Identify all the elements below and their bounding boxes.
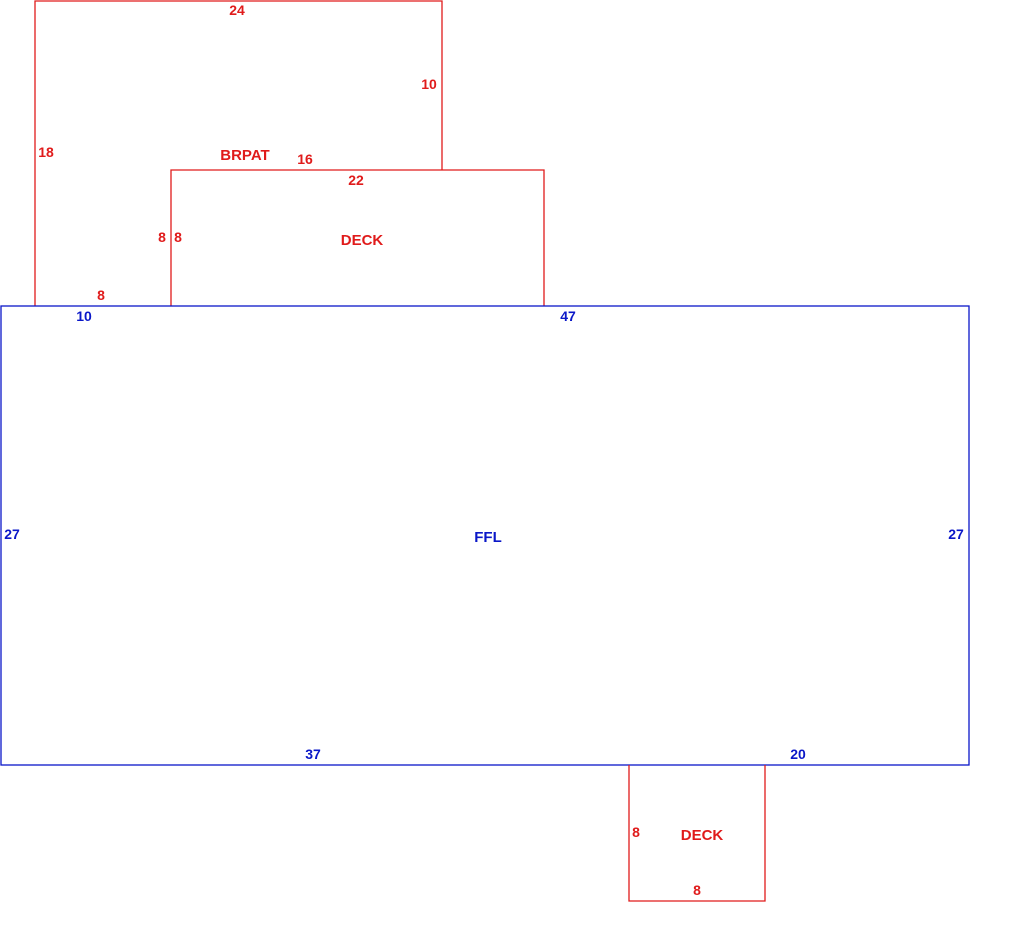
deck-top-label: DECK bbox=[341, 232, 384, 249]
ffl-outline bbox=[0, 305, 970, 766]
ffl-dim-bottom-right: 20 bbox=[790, 746, 806, 762]
brpat-label: BRPAT bbox=[220, 147, 269, 164]
deck-top-dim-top: 22 bbox=[348, 172, 364, 188]
deck-bottom-dim-left: 8 bbox=[632, 824, 640, 840]
ffl-dim-top-left: 10 bbox=[76, 308, 92, 324]
brpat-dim-right: 10 bbox=[421, 76, 437, 92]
brpat-dim-top: 24 bbox=[229, 2, 245, 18]
ffl-dim-top: 47 bbox=[560, 308, 576, 324]
deck-bottom-dim-bottom: 8 bbox=[693, 882, 701, 898]
brpat-outline bbox=[34, 0, 443, 306]
deck-top-dim-left: 8 bbox=[174, 229, 182, 245]
ffl-dim-right: 27 bbox=[948, 526, 964, 542]
brpat-dim-left: 18 bbox=[38, 144, 54, 160]
deck-top-outline bbox=[170, 169, 545, 306]
brpat-dim-bottom: 8 bbox=[97, 287, 105, 303]
ffl-dim-bottom-left: 37 bbox=[305, 746, 321, 762]
deck-bottom-label: DECK bbox=[681, 827, 724, 844]
brpat-dim-lower-top: 16 bbox=[297, 151, 313, 167]
ffl-dim-left: 27 bbox=[4, 526, 20, 542]
deck-bottom-outline bbox=[628, 765, 766, 902]
brpat-dim-inner: 8 bbox=[158, 229, 166, 245]
ffl-label: FFL bbox=[474, 529, 502, 546]
